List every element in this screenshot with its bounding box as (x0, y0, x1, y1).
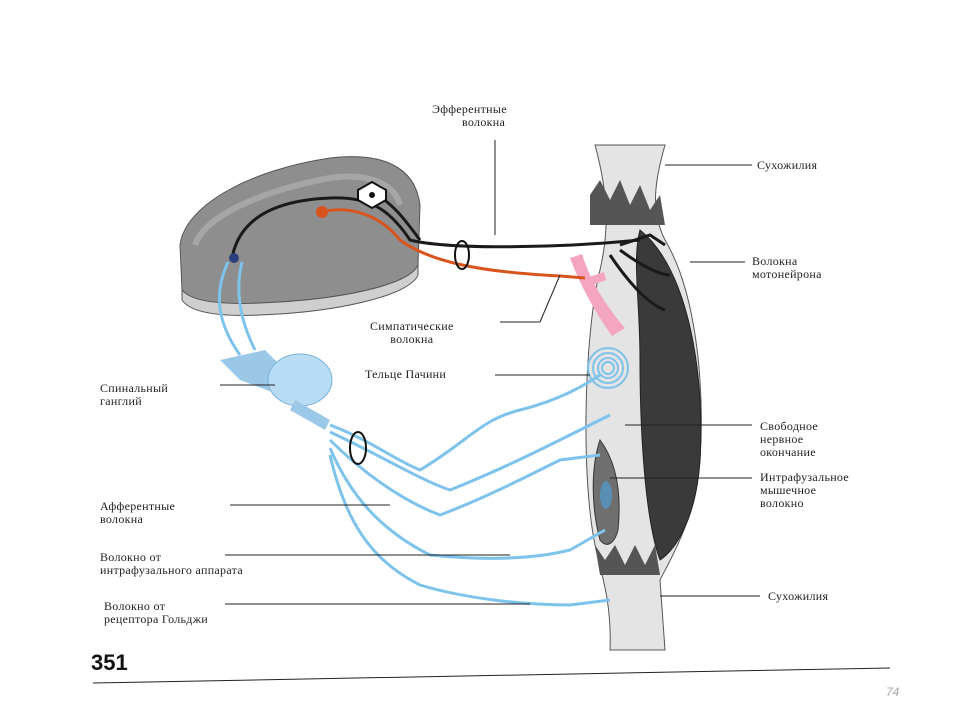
label-free-ending-line1: Свободное (760, 419, 819, 433)
label-pacinian-corpuscle: Тельце Пачини (365, 367, 447, 381)
label-ganglion-line1: Спинальный (100, 381, 169, 395)
label-free-ending-line3: окончание (760, 445, 816, 459)
nerve-ring-afferent (349, 431, 367, 465)
spinal-cord-section (179, 156, 421, 316)
label-intrafusal-apparatus-fiber: Волокно от интрафузального аппарата (100, 551, 243, 577)
label-efferent-line2: волокна (462, 115, 506, 129)
label-efferent-fibers: Эфферентные волокна (432, 103, 507, 129)
intrafusal-spindle (592, 438, 620, 545)
motor-neuron-body (357, 180, 387, 210)
label-intrafusal-line2: мышечное (760, 483, 817, 497)
label-sympathetic-line2: волокна (390, 332, 434, 346)
label-golgi-line2: рецептора Гольджи (104, 612, 209, 626)
label-intrafusal-line3: волокно (760, 496, 804, 510)
sympathetic-neuron-body (316, 206, 328, 218)
label-free-ending-line2: нервное (760, 432, 804, 446)
page-number: 351 (91, 650, 128, 675)
label-afferent-line1: Афферентные (100, 499, 176, 513)
label-intrafusal-line1: Интрафузальное (760, 470, 850, 484)
label-intrafusal-fiber: Интрафузальное мышечное волокно (760, 471, 849, 510)
muscle (585, 144, 702, 651)
label-intrafusal-fiber-line1: Волокно от (100, 550, 162, 564)
label-sympathetic-fibers: Симпатические волокна (370, 320, 454, 346)
label-tendon-top: Сухожилия (757, 158, 818, 172)
label-afferent-fibers: Афферентные волокна (100, 500, 175, 526)
label-efferent-line1: Эфферентные (432, 102, 507, 116)
label-free-nerve-ending: Свободное нервное окончание (760, 420, 818, 459)
label-tendon-bottom: Сухожилия (768, 589, 829, 603)
pacinian-corpuscle (587, 347, 629, 389)
slide-number: 74 (886, 685, 900, 699)
label-motoneuron-fibers: Волокна мотонейрона (752, 255, 822, 281)
label-sympathetic-line1: Симпатические (370, 319, 454, 333)
interneuron-body (229, 253, 239, 263)
label-intrafusal-fiber-line2: интрафузального аппарата (100, 563, 243, 577)
label-motoneuron-line1: Волокна (752, 254, 798, 268)
label-ganglion-line2: ганглий (100, 394, 142, 408)
label-leader-lines (92, 140, 891, 684)
blood-vessel (570, 254, 625, 336)
spinal-ganglion (220, 350, 333, 430)
nerve-ring-efferent (454, 240, 470, 270)
label-spinal-ganglion: Спинальный ганглий (100, 382, 168, 408)
label-golgi-line1: Волокно от (104, 599, 166, 613)
label-afferent-line2: волокна (100, 512, 144, 526)
label-motoneuron-line2: мотонейрона (752, 267, 822, 281)
label-golgi-receptor-fiber: Волокно от рецептора Гольджи (104, 600, 208, 626)
sympathetic-fibers (321, 208, 586, 280)
